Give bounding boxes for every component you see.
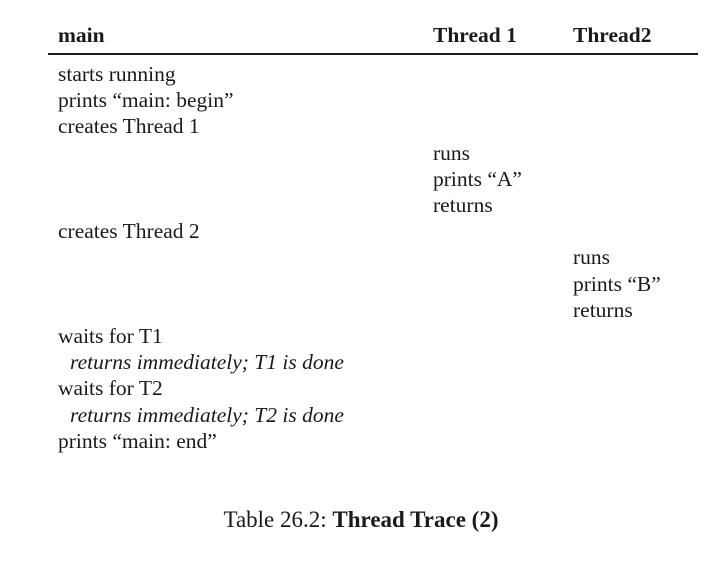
- cell-thread2: [563, 428, 698, 454]
- cell-main: returns immediately; T2 is done: [70, 402, 344, 427]
- cell-thread1: [423, 113, 563, 139]
- cell-thread1: [423, 87, 563, 113]
- cell-thread2: [563, 113, 698, 139]
- cell-thread2: [563, 192, 698, 218]
- table-header-row: main Thread 1 Thread2: [48, 22, 698, 55]
- table-header: main Thread 1 Thread2: [48, 22, 698, 55]
- table-row: prints “A”: [48, 166, 698, 192]
- table-row: waits for T2: [48, 375, 698, 401]
- cell-thread2: [563, 349, 698, 375]
- cell-thread2: runs: [573, 245, 611, 270]
- table-row: runs: [48, 140, 698, 166]
- table-row: creates Thread 1: [48, 113, 698, 139]
- cell-thread2: [563, 323, 698, 349]
- cell-thread2: [563, 140, 698, 166]
- cell-main: prints “main: begin”: [58, 88, 234, 113]
- table-row: prints “main: begin”: [48, 87, 698, 113]
- cell-main: starts running: [58, 62, 176, 86]
- table-row: returns: [48, 192, 698, 218]
- table-row: starts running: [48, 54, 698, 87]
- cell-thread2: prints “B”: [573, 271, 661, 296]
- cell-thread1: [423, 297, 563, 323]
- cell-main: [48, 192, 423, 218]
- table-row: returns immediately; T2 is done: [48, 402, 698, 428]
- cell-thread2: [563, 218, 698, 244]
- cell-main: waits for T2: [58, 376, 163, 401]
- table-row: returns immediately; T1 is done: [48, 349, 698, 375]
- cell-thread2: [563, 87, 698, 113]
- cell-thread1: [423, 402, 563, 428]
- cell-thread1: [423, 323, 563, 349]
- table-row: runs: [48, 244, 698, 270]
- cell-thread1: runs: [433, 140, 471, 165]
- cell-main: [48, 244, 423, 270]
- caption-title: Thread Trace (2): [332, 507, 499, 532]
- cell-main: waits for T1: [58, 324, 163, 349]
- cell-main: creates Thread 1: [58, 114, 200, 139]
- cell-main: creates Thread 2: [58, 219, 200, 244]
- cell-thread1: [423, 271, 563, 297]
- cell-main: [48, 166, 423, 192]
- cell-thread1: [423, 218, 563, 244]
- cell-thread1: [423, 244, 563, 270]
- caption-label: Table 26.2:: [223, 507, 333, 532]
- cell-thread2: returns: [573, 297, 633, 322]
- cell-main: prints “main: end”: [58, 428, 217, 453]
- cell-main: returns immediately; T1 is done: [70, 350, 344, 375]
- cell-thread2: [563, 166, 698, 192]
- column-header-thread1: Thread 1: [423, 22, 563, 55]
- cell-main: [48, 271, 423, 297]
- cell-main: [48, 140, 423, 166]
- cell-thread1: [423, 349, 563, 375]
- column-header-main: main: [48, 22, 423, 55]
- cell-thread1: [423, 428, 563, 454]
- cell-thread2: [563, 375, 698, 401]
- table-row: returns: [48, 297, 698, 323]
- figure-caption: Table 26.2: Thread Trace (2): [0, 505, 722, 535]
- cell-thread2: [563, 402, 698, 428]
- cell-thread2: [563, 54, 698, 87]
- cell-main: [48, 297, 423, 323]
- column-header-thread2: Thread2: [563, 22, 698, 55]
- cell-thread1: returns: [433, 193, 493, 218]
- table-row: prints “B”: [48, 271, 698, 297]
- table-row: waits for T1: [48, 323, 698, 349]
- cell-thread1: [423, 375, 563, 401]
- table-row: creates Thread 2: [48, 218, 698, 244]
- cell-thread1: prints “A”: [433, 166, 522, 191]
- table-row: prints “main: end”: [48, 428, 698, 454]
- cell-thread1: [423, 54, 563, 87]
